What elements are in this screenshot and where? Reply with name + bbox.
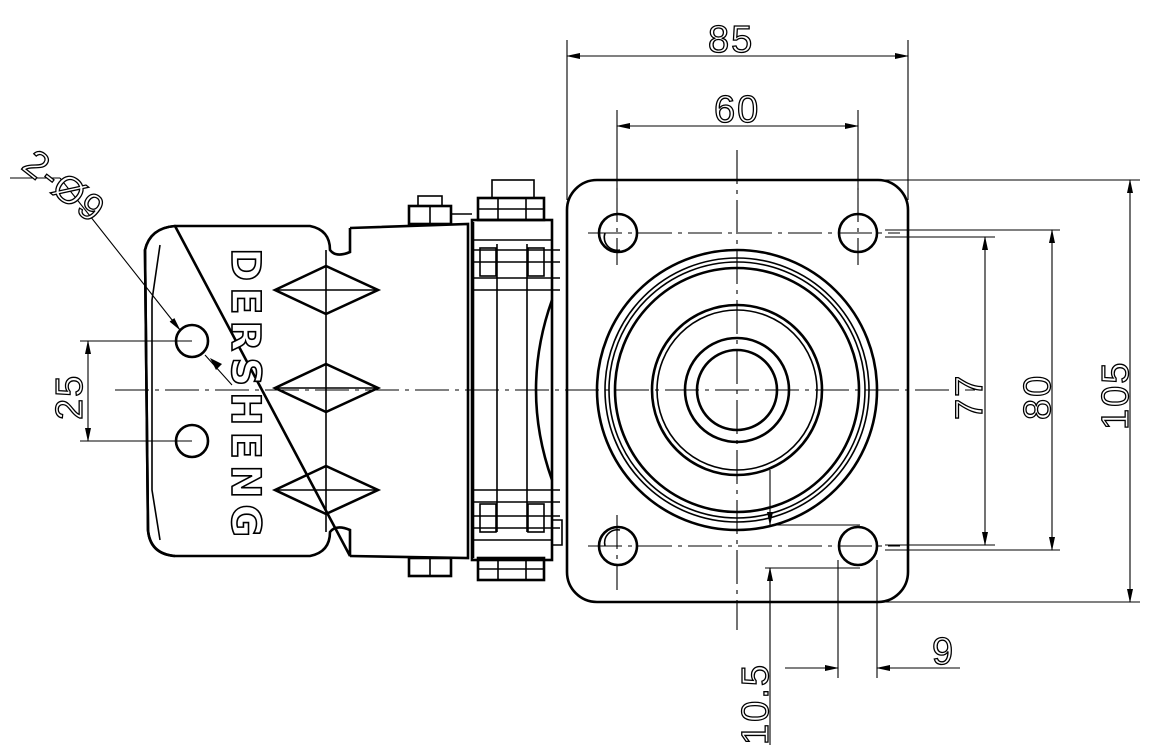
dimension-label-25: 25 xyxy=(49,374,91,420)
dimension-plate-width: 85 xyxy=(566,18,909,200)
dimension-hole-spacing-x: 60 xyxy=(616,88,859,190)
dimension-label-77: 77 xyxy=(949,374,991,420)
fork-body xyxy=(349,179,563,582)
dimension-label-2-phi-9: 2-Ø9 xyxy=(14,142,113,232)
dimension-label-10-5: 10.5 xyxy=(735,663,777,745)
brand-text: DERSHENG xyxy=(222,248,268,543)
mounting-hole-top-left xyxy=(597,212,639,254)
dimension-hole-slot-offset: 10.5 xyxy=(734,470,860,746)
dimension-lock-hole-spacing: 25 xyxy=(48,340,192,442)
bottom-nut-left xyxy=(407,556,453,578)
dimension-label-85: 85 xyxy=(708,19,754,61)
dimension-label-60: 60 xyxy=(714,89,760,131)
dimension-hole-spacing-y-outer: 80 xyxy=(885,229,1060,551)
bottom-nut-right xyxy=(476,556,546,582)
dimension-plate-height: 105 xyxy=(880,179,1140,603)
dimension-hole-edge-offset: 9 xyxy=(785,560,960,678)
dimension-hole-spacing-y-inner: 77 xyxy=(885,236,995,546)
mounting-hole-bottom-left xyxy=(597,525,639,567)
dimension-label-105: 105 xyxy=(1095,361,1137,430)
swivel-bearing-rings xyxy=(595,248,879,532)
top-nut-right xyxy=(476,179,546,222)
brake-pedal: DERSHENG xyxy=(143,224,382,558)
pedal-spikes xyxy=(271,250,382,532)
mounting-plate xyxy=(565,178,910,604)
top-nut-left xyxy=(407,195,472,226)
mounting-hole-top-right xyxy=(837,212,879,254)
mounting-hole-bottom-right xyxy=(837,525,879,567)
dimension-lock-hole-callout: 2-Ø9 xyxy=(10,141,233,386)
dimension-label-80: 80 xyxy=(1017,374,1059,420)
dimension-label-9: 9 xyxy=(932,631,955,673)
